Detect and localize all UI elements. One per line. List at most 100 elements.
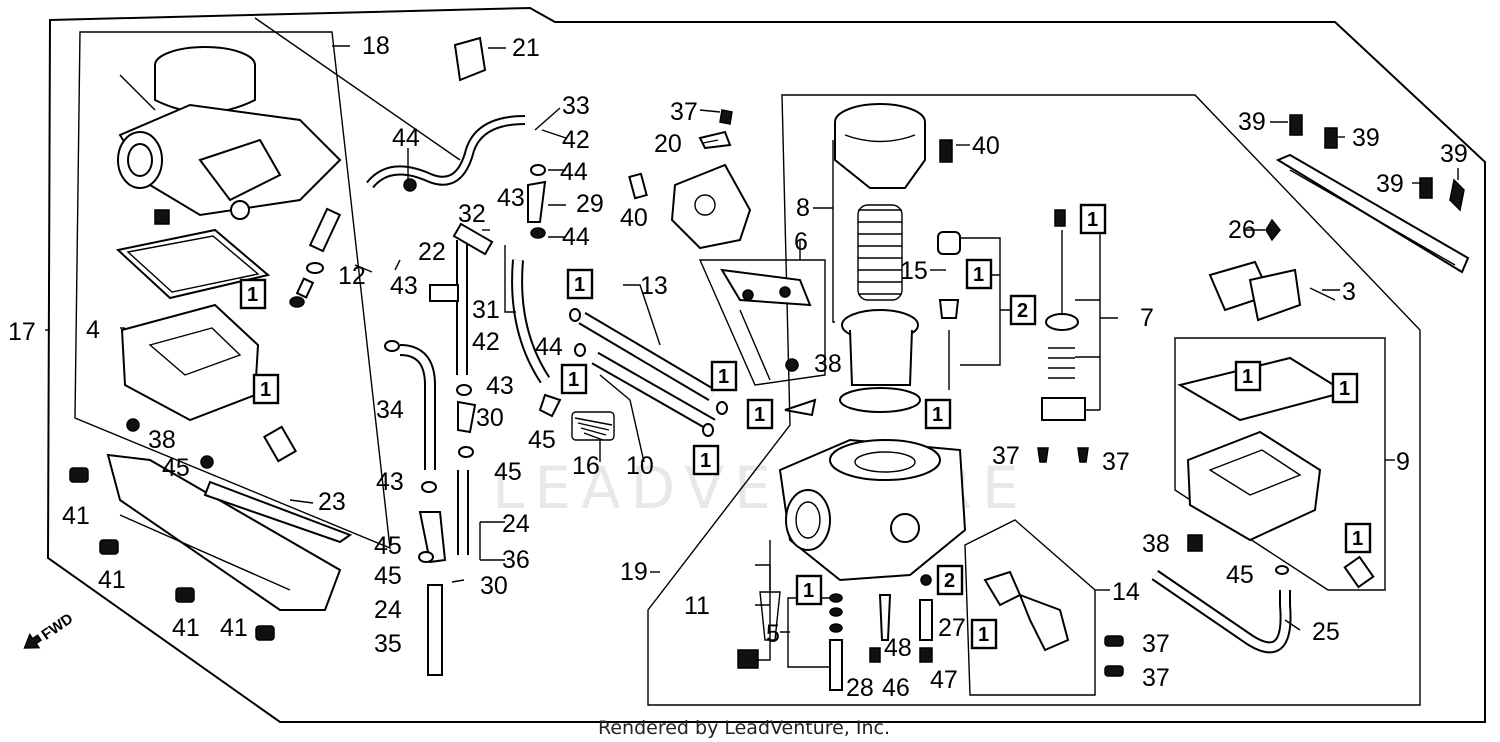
callout-38b: 38: [814, 350, 842, 378]
callout-33: 33: [562, 92, 590, 120]
svg-text:2: 2: [944, 570, 955, 592]
assembly-outline: [46, 6, 1486, 723]
callout-45a: 45: [528, 426, 556, 454]
kit-box-marker: 1: [692, 444, 720, 476]
kit-box-marker: 1: [1344, 522, 1372, 554]
kit-box-marker: 1: [239, 278, 267, 310]
svg-text:1: 1: [1352, 528, 1363, 550]
callout-23: 23: [318, 488, 346, 516]
callout-43c: 43: [486, 372, 514, 400]
left-float-chamber: [120, 303, 298, 463]
callout-45b: 45: [494, 458, 522, 486]
callout-39b: 39: [1352, 124, 1380, 152]
callout-47: 47: [930, 666, 958, 694]
right-jet-needle: [937, 209, 1086, 421]
kit-box-marker: 1: [560, 363, 588, 395]
callout-48: 48: [884, 634, 912, 662]
kit-box-marker: 1: [1079, 203, 1107, 235]
callout-41c: 41: [172, 614, 200, 642]
svg-text:1: 1: [700, 450, 711, 472]
callout-45c: 45: [374, 532, 402, 560]
callout-45d: 45: [374, 562, 402, 590]
svg-text:1: 1: [1087, 209, 1098, 231]
kit-box-marker: 1: [970, 618, 998, 650]
svg-text:1: 1: [1339, 378, 1350, 400]
callout-29: 29: [576, 190, 604, 218]
callout-43a: 43: [497, 184, 525, 212]
kit-box-marker: 1: [566, 268, 594, 300]
leader-line: [254, 17, 461, 161]
callout-24b: 24: [374, 596, 402, 624]
callout-44c: 44: [562, 223, 590, 251]
left-float-chamber-gasket: [115, 228, 271, 300]
svg-text:1: 1: [932, 404, 943, 426]
callout-43d: 43: [376, 468, 404, 496]
callout-9: 9: [1396, 448, 1410, 476]
left-carb-subassembly-outline: [74, 31, 391, 550]
kit-box-marker: 1: [965, 258, 993, 290]
kit-box-marker-2: 2: [1009, 294, 1037, 326]
callout-37d: 37: [1142, 630, 1170, 658]
kit-markers: 1 1 1 1 1 1 1 1 1 1 2 1 1 1 1 2 1: [239, 203, 1372, 650]
callout-42a: 42: [562, 126, 590, 154]
svg-text:1: 1: [803, 580, 814, 602]
callout-38c: 38: [1142, 530, 1170, 558]
svg-text:1: 1: [260, 379, 271, 401]
callout-27: 27: [938, 614, 966, 642]
callout-44b: 44: [560, 158, 588, 186]
right-carb-top-cap: [834, 103, 953, 189]
left-carburetor-body: [117, 46, 342, 225]
callout-30a: 30: [476, 404, 504, 432]
svg-text:1: 1: [718, 366, 729, 388]
callout-28: 28: [846, 674, 874, 702]
callout-39c: 39: [1440, 140, 1468, 168]
right-screws: [1037, 447, 1124, 677]
callout-12: 12: [338, 262, 366, 290]
callout-36: 36: [502, 546, 530, 574]
svg-text:1: 1: [574, 274, 585, 296]
callout-19: 19: [620, 558, 648, 586]
right-bracket: [1275, 114, 1470, 274]
callout-13: 13: [640, 272, 668, 300]
callout-21: 21: [512, 34, 540, 62]
callout-30b: 30: [480, 572, 508, 600]
accelerator-pump: [964, 519, 1096, 696]
svg-text:1: 1: [247, 284, 258, 306]
callout-20: 20: [654, 130, 682, 158]
callout-41d: 41: [220, 614, 248, 642]
callout-8: 8: [796, 194, 810, 222]
fwd-label: FWD: [39, 610, 77, 644]
callout-41a: 41: [62, 502, 90, 530]
callout-45f: 45: [1226, 561, 1254, 589]
callout-22: 22: [418, 238, 446, 266]
callout-34: 34: [376, 396, 404, 424]
kit-box-marker: 1: [924, 398, 952, 430]
forward-direction-marker: FWD: [23, 610, 77, 649]
callout-18: 18: [362, 32, 390, 60]
callout-41b: 41: [98, 566, 126, 594]
callout-37a: 37: [670, 98, 698, 126]
right-carb-diaphragm: [839, 309, 921, 413]
callout-39a: 39: [1238, 108, 1266, 136]
callout-31: 31: [472, 296, 500, 324]
float: [1208, 218, 1336, 322]
left-bracket: [106, 453, 353, 611]
svg-text:1: 1: [568, 369, 579, 391]
callout-25: 25: [1312, 618, 1340, 646]
callout-45e: 45: [162, 454, 190, 482]
svg-text:2: 2: [1017, 300, 1028, 322]
kit-box-marker-2: 2: [936, 564, 964, 596]
right-carb-spring: [857, 204, 903, 301]
callout-5: 5: [766, 620, 780, 648]
left-needle-jet-parts: [289, 207, 342, 308]
callout-44a: 44: [392, 124, 420, 152]
callout-44d: 44: [535, 333, 563, 361]
callout-11: 11: [684, 592, 710, 620]
right-carb-subassembly-outline: [647, 94, 1421, 706]
callout-37e: 37: [1142, 664, 1170, 692]
callout-35: 35: [374, 630, 402, 658]
kit-box-marker: 1: [795, 574, 823, 606]
fuel-hose: [1151, 565, 1292, 654]
callout-39d: 39: [1376, 170, 1404, 198]
